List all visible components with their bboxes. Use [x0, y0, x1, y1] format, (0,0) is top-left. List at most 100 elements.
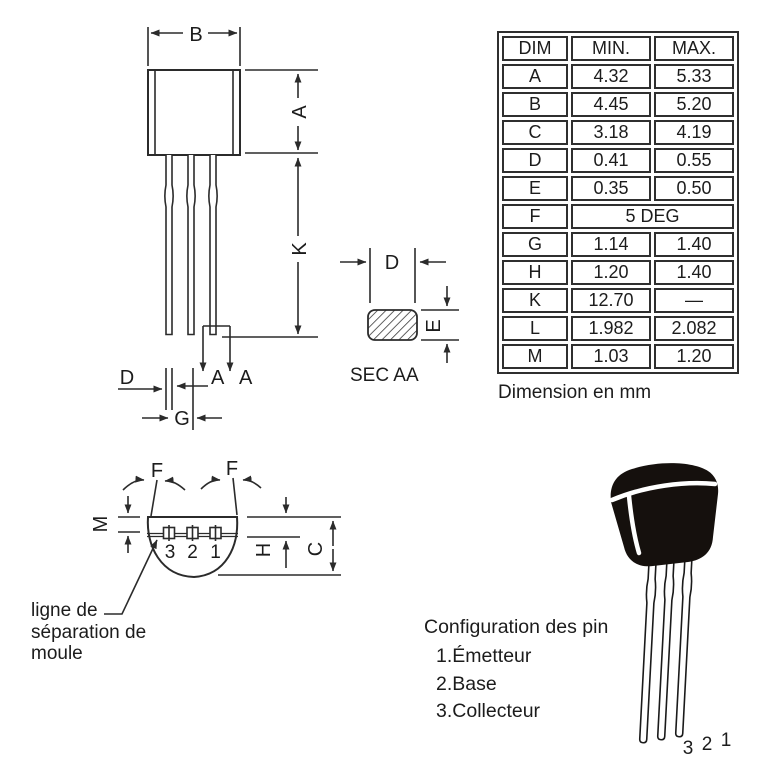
- table-row: K 12.70 —: [502, 288, 734, 313]
- draft-angle-line: [150, 479, 158, 517]
- package-photo: 3 2 1: [609, 463, 732, 759]
- mold-note-line: séparation de: [31, 621, 147, 643]
- lead: [208, 155, 218, 336]
- table-row: C 3.18 4.19: [502, 120, 734, 145]
- section-label-a: A: [211, 367, 225, 389]
- max-cell: 5.20: [654, 92, 734, 117]
- dim-cell: G: [502, 232, 568, 257]
- header-min: MIN.: [571, 36, 651, 61]
- lead: [164, 155, 174, 336]
- table-row: A 4.32 5.33: [502, 64, 734, 89]
- dim-cell: A: [502, 64, 568, 89]
- lead: [656, 549, 676, 741]
- pin-number: 2: [187, 542, 198, 563]
- dim-label-a: A: [289, 105, 311, 119]
- dim-label-k: K: [289, 242, 311, 256]
- leader-line: [104, 539, 158, 615]
- min-cell: 1.982: [571, 316, 651, 341]
- min-cell: 1.03: [571, 344, 651, 369]
- pin-item-collector: 3.Collecteur: [436, 700, 541, 722]
- dim-cell: L: [502, 316, 568, 341]
- angle-arrow: [164, 476, 186, 491]
- min-cell: 3.18: [571, 120, 651, 145]
- pin-configuration: Configuration des pin 1.Émetteur 2.Base …: [424, 616, 608, 726]
- dim-cell: M: [502, 344, 568, 369]
- min-cell: 4.45: [571, 92, 651, 117]
- angle-arrow: [200, 475, 221, 490]
- max-cell: 0.50: [654, 176, 734, 201]
- pin-number: 1: [210, 542, 221, 563]
- dimension-table: DIM MIN. MAX. A 4.32 5.33 B 4.45 5.20 C …: [497, 31, 739, 374]
- dim-cell: B: [502, 92, 568, 117]
- lead-cross-section: [367, 309, 418, 341]
- table-row: D 0.41 0.55: [502, 148, 734, 173]
- min-cell: 4.32: [571, 64, 651, 89]
- dim-label-d: D: [385, 252, 399, 274]
- table-row: H 1.20 1.40: [502, 260, 734, 285]
- dim-cell: C: [502, 120, 568, 145]
- pin-number: 3: [683, 738, 694, 759]
- min-cell: 0.35: [571, 176, 651, 201]
- section-label-a: A: [239, 367, 253, 389]
- pin-configuration-list: 1.Émetteur 2.Base 3.Collecteur: [436, 643, 608, 726]
- dim-label-f: F: [226, 458, 238, 480]
- dim-cell: H: [502, 260, 568, 285]
- pin-configuration-title: Configuration des pin: [424, 616, 609, 638]
- min-cell: 0.41: [571, 148, 651, 173]
- min-cell: 1.20: [571, 260, 651, 285]
- dim-cell: F: [502, 204, 568, 229]
- mold-note-line: moule: [31, 643, 83, 664]
- min-cell: 1.14: [571, 232, 651, 257]
- pin-number: 2: [702, 734, 713, 755]
- mold-note-line: ligne de: [31, 600, 98, 621]
- table-row: B 4.45 5.20: [502, 92, 734, 117]
- body-highlight: [626, 493, 642, 556]
- table-row: F 5 DEG: [502, 204, 734, 229]
- header-dim: DIM: [502, 36, 568, 61]
- bottom-view: 3 2 1 F F M H C: [90, 458, 341, 615]
- package-body: [610, 463, 719, 567]
- dim-cell: E: [502, 176, 568, 201]
- draft-angle-line: [232, 477, 238, 516]
- front-view: B A K A A D G: [118, 24, 318, 430]
- dim-label-m: M: [90, 516, 112, 533]
- lead: [186, 155, 196, 336]
- table-header-row: DIM MIN. MAX.: [502, 36, 734, 61]
- max-cell: 1.40: [654, 260, 734, 285]
- header-max: MAX.: [654, 36, 734, 61]
- lead: [638, 552, 658, 744]
- dim-cell: K: [502, 288, 568, 313]
- max-cell: 0.55: [654, 148, 734, 173]
- span-cell: 5 DEG: [571, 204, 734, 229]
- angle-arrow: [242, 475, 262, 489]
- dim-label-e: E: [423, 319, 445, 332]
- section-caption: SEC AA: [350, 365, 419, 386]
- max-cell: 4.19: [654, 120, 734, 145]
- table-row: L 1.982 2.082: [502, 316, 734, 341]
- max-cell: 1.20: [654, 344, 734, 369]
- body-highlight: [609, 480, 718, 503]
- dim-label-c: C: [305, 542, 327, 556]
- table-row: G 1.14 1.40: [502, 232, 734, 257]
- section-aa-view: D E SEC AA: [340, 248, 459, 386]
- lead: [674, 546, 694, 738]
- pin-item-emitter: 1.Émetteur: [436, 645, 532, 667]
- dim-label-d: D: [120, 367, 134, 389]
- mold-line-note: ligne de séparation de moule: [31, 600, 146, 665]
- min-cell: 12.70: [571, 288, 651, 313]
- table-caption: Dimension en mm: [498, 382, 652, 403]
- pin-number: 1: [721, 730, 732, 751]
- dim-label-b: B: [189, 24, 202, 46]
- dim-cell: D: [502, 148, 568, 173]
- pin-item-base: 2.Base: [436, 672, 497, 695]
- dim-label-g: G: [174, 408, 190, 430]
- max-cell: —: [654, 288, 734, 313]
- table-row: E 0.35 0.50: [502, 176, 734, 201]
- angle-arrow: [122, 475, 145, 491]
- table-row: M 1.03 1.20: [502, 344, 734, 369]
- dim-label-h: H: [253, 543, 275, 557]
- max-cell: 5.33: [654, 64, 734, 89]
- max-cell: 2.082: [654, 316, 734, 341]
